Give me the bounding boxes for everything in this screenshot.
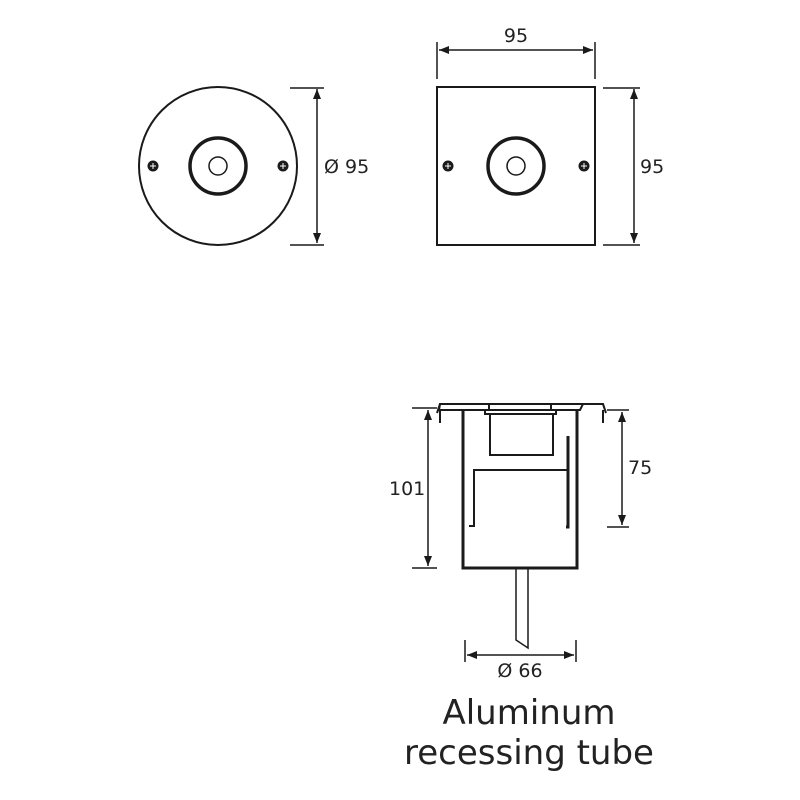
width-label: 95 [504, 25, 528, 47]
caption-line-1: Aluminum [442, 693, 615, 733]
tube-diameter-label: Ø 66 [497, 660, 542, 682]
round-cover-view: Ø 95 [138, 86, 369, 246]
screw-icon [147, 160, 159, 172]
total-depth-label: 101 [389, 478, 425, 500]
tube-depth-label: 75 [628, 457, 652, 479]
screw-icon [442, 160, 454, 172]
screw-icon [578, 160, 590, 172]
tube-section-view: 101 75 Ø 66 [389, 403, 652, 682]
diameter-label: Ø 95 [324, 156, 369, 178]
height-label: 95 [640, 156, 664, 178]
caption-line-2: recessing tube [404, 733, 654, 773]
cable [515, 568, 529, 650]
square-cover-view: 95 95 [436, 25, 664, 246]
screw-icon [277, 160, 289, 172]
